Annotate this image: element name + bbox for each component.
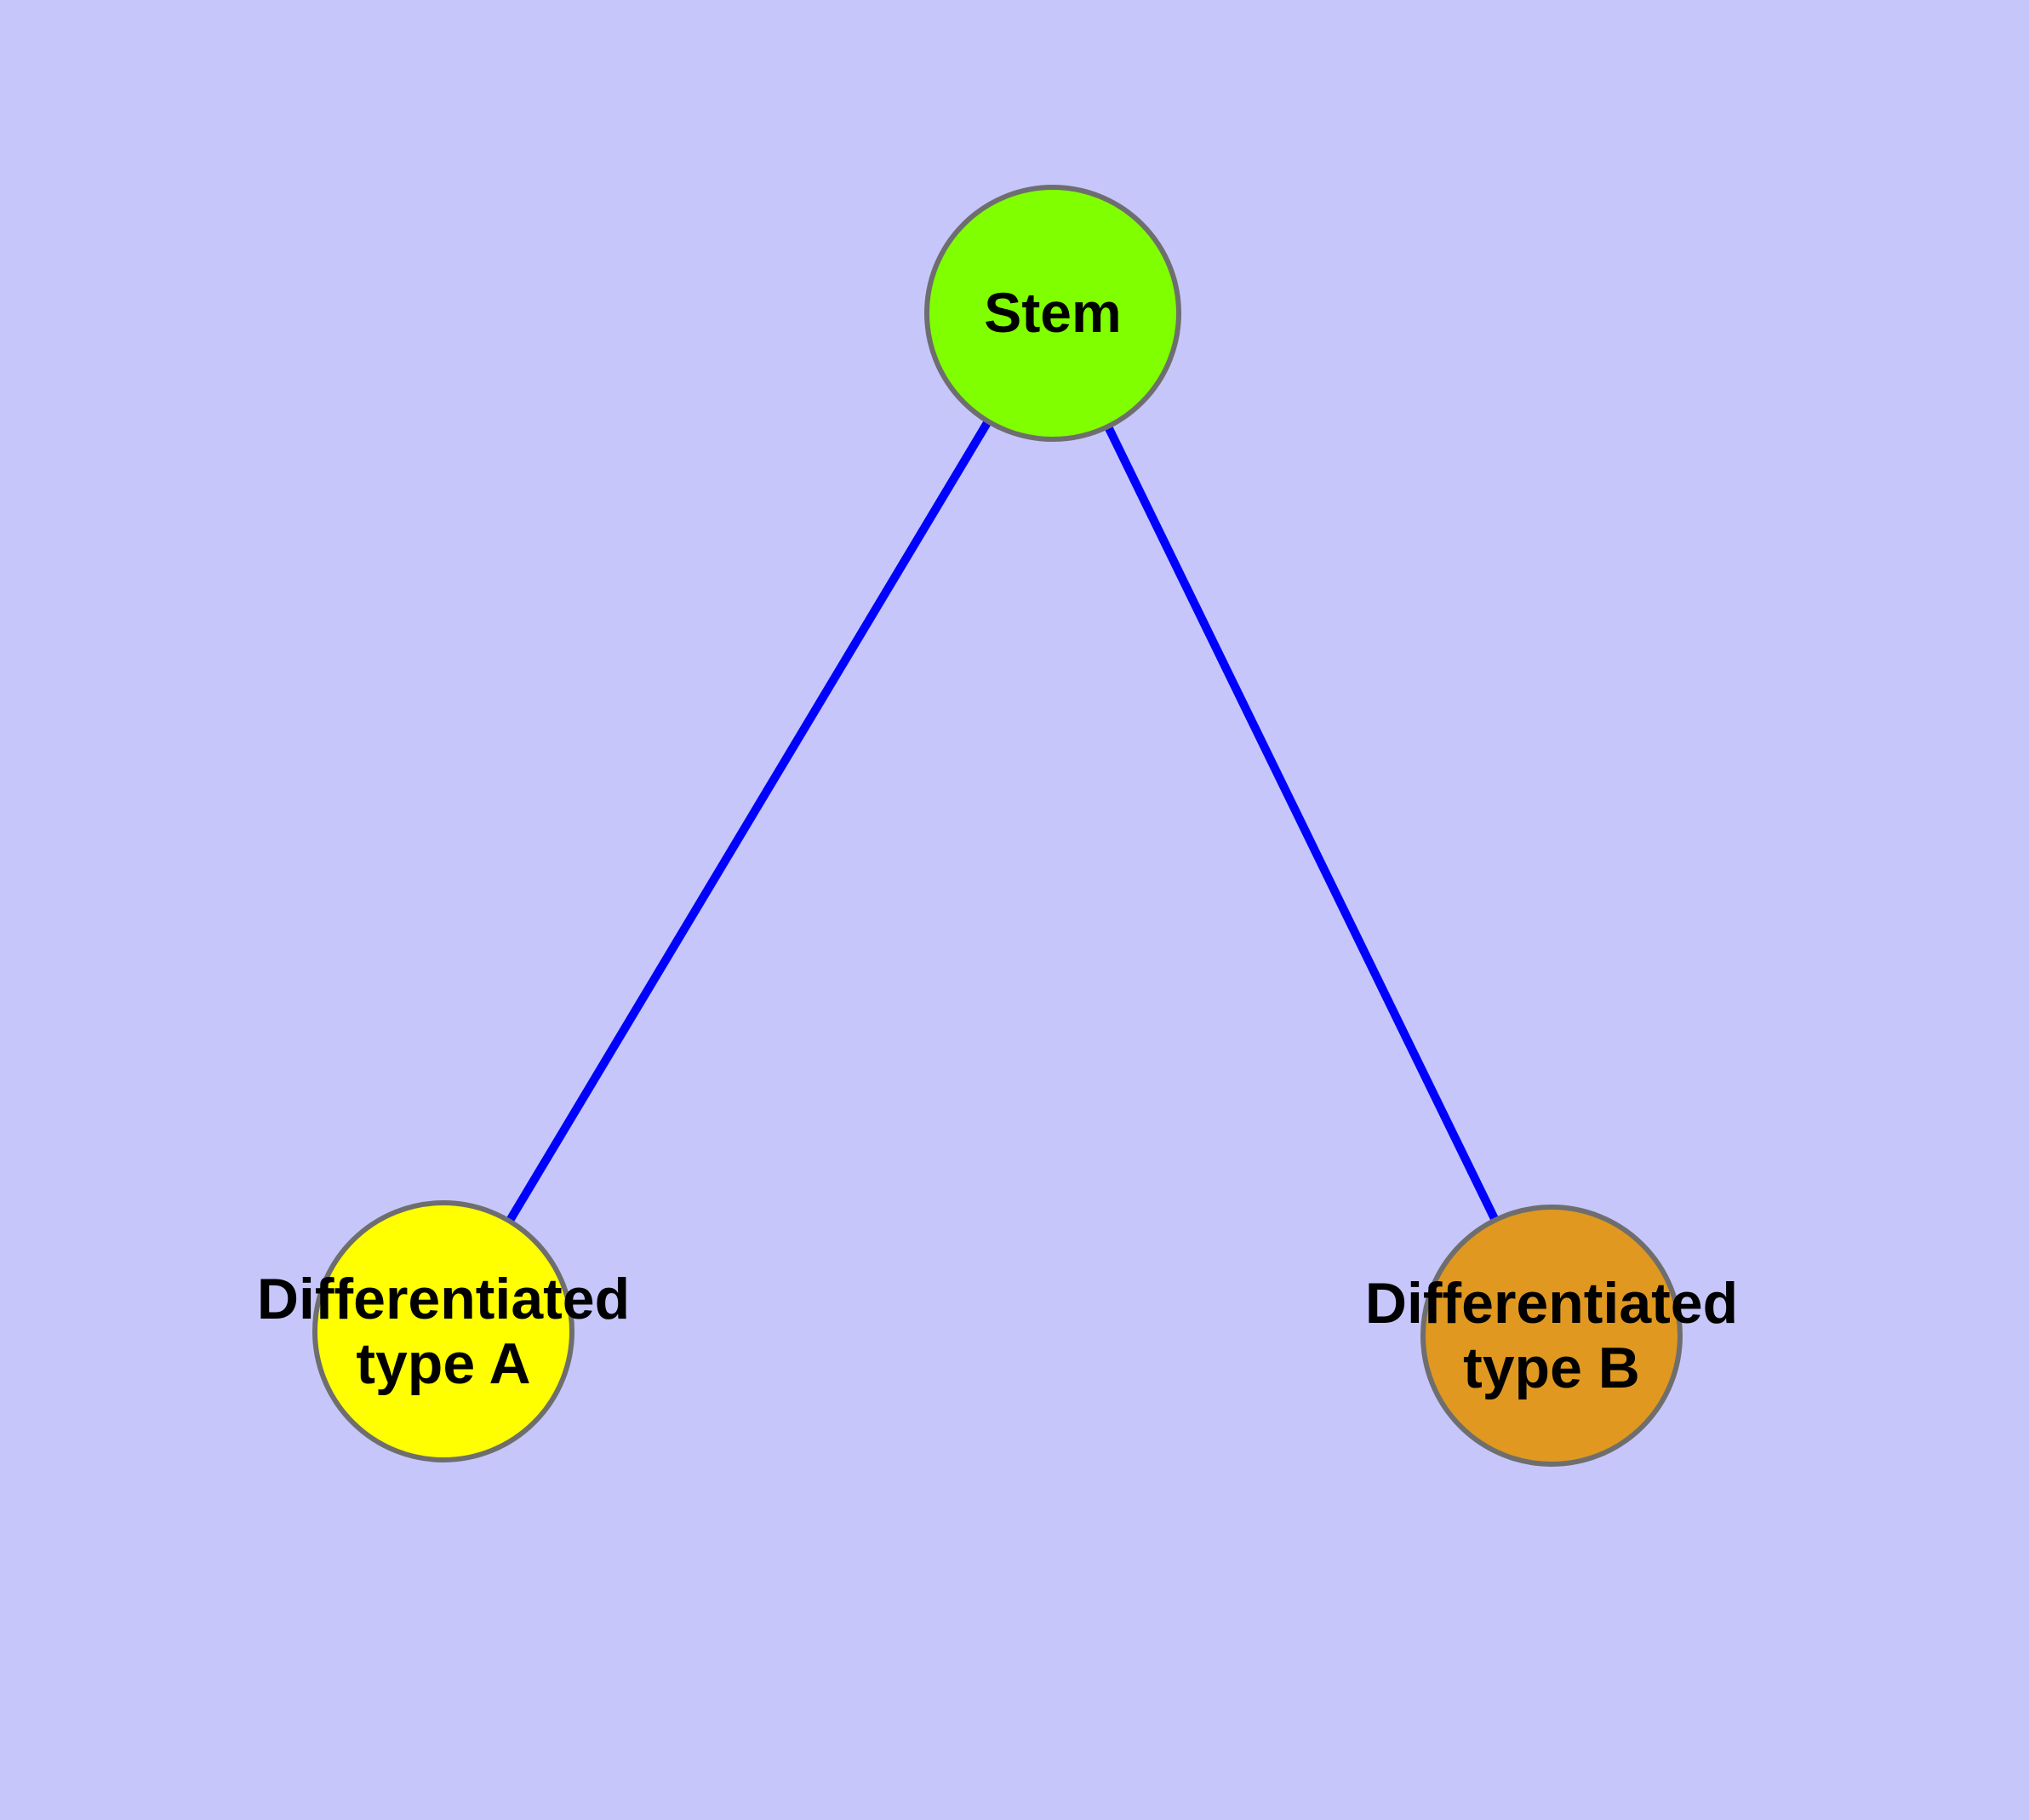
node-layer xyxy=(312,185,1683,1467)
graph-node-stem[interactable] xyxy=(924,185,1181,442)
graph-node-diff-b[interactable] xyxy=(1420,1205,1683,1467)
graph-edge[interactable] xyxy=(439,311,1057,1334)
edge-layer xyxy=(439,311,1556,1338)
graph-edge[interactable] xyxy=(1049,311,1556,1338)
graph-node-diff-a[interactable] xyxy=(312,1200,574,1462)
